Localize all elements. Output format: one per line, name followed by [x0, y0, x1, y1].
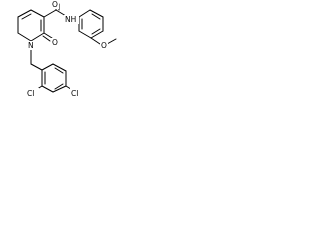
- double-bond-inner: [91, 13, 101, 20]
- oxygen-amide-label: O: [52, 0, 58, 9]
- bond: [41, 63, 54, 71]
- bond: [90, 37, 101, 45]
- bond: [42, 35, 51, 42]
- bond: [30, 32, 45, 42]
- bond: [52, 63, 67, 72]
- atom-labels: O NH O N O Cl Cl: [26, 0, 108, 98]
- ring-nitrogen-label: N: [28, 41, 34, 50]
- bond: [78, 30, 92, 39]
- double-bond-inner: [21, 13, 32, 20]
- bond: [106, 38, 117, 45]
- amide-nh-label: NH: [65, 15, 76, 24]
- pyridone-oxygen-label: O: [52, 38, 58, 47]
- bond: [78, 9, 91, 18]
- bond: [30, 9, 45, 18]
- bond: [43, 32, 53, 39]
- bond: [43, 9, 57, 18]
- chlorine-right-label: Cl: [71, 89, 78, 98]
- bond: [52, 85, 67, 93]
- double-bond-inner: [54, 83, 64, 90]
- bond: [90, 30, 104, 39]
- bond: [30, 63, 43, 71]
- bond: [41, 85, 54, 93]
- methoxy-oxygen-label: O: [101, 41, 107, 50]
- molecule-structure-diagram: O NH O N O Cl Cl: [17, 0, 117, 98]
- bond: [17, 9, 32, 18]
- bond: [17, 32, 32, 42]
- double-bond-inner: [91, 28, 101, 35]
- chlorine-left-label: Cl: [27, 89, 34, 98]
- bond: [89, 9, 104, 18]
- double-bond-inner: [54, 67, 64, 74]
